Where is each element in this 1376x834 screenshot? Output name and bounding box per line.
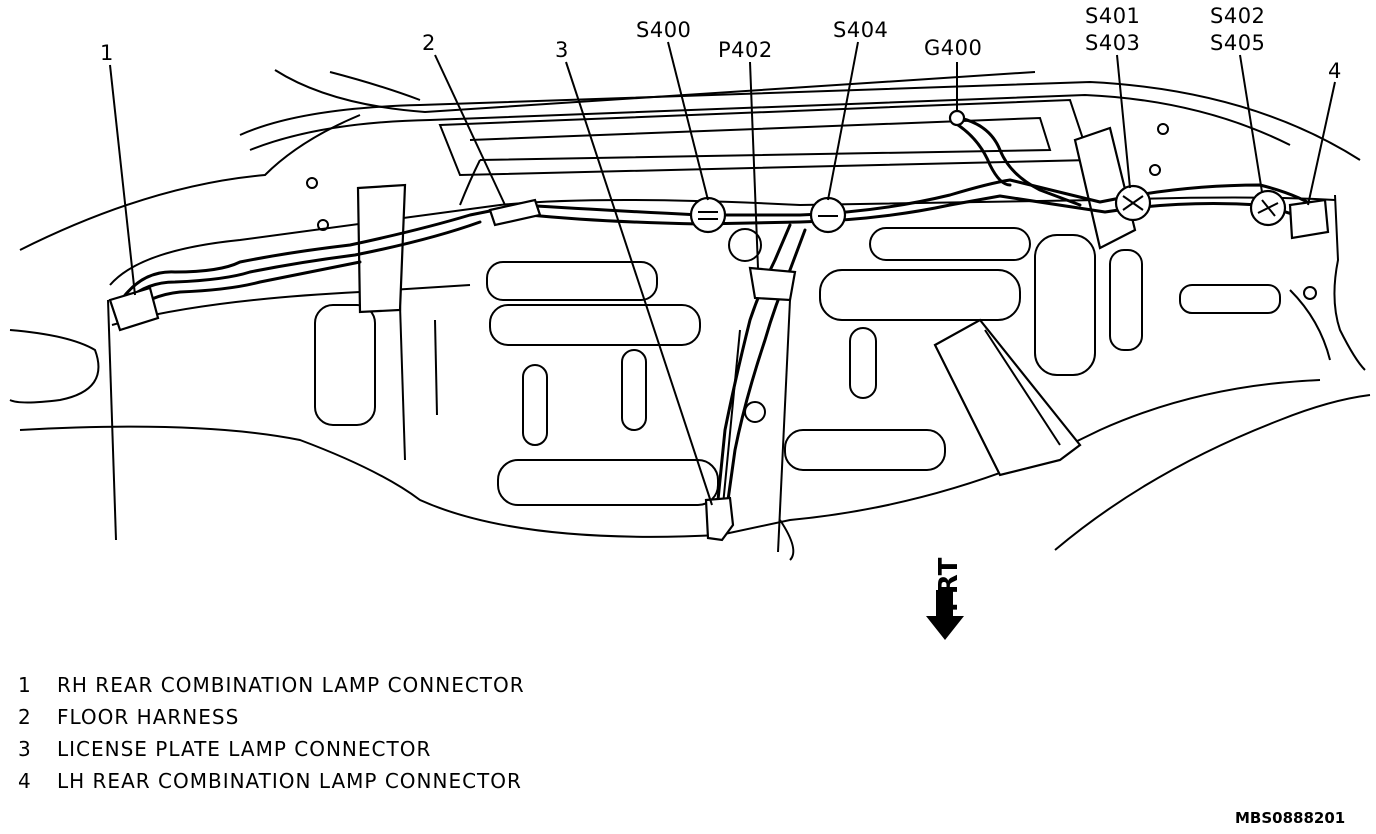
callout-g400: G400 <box>924 36 982 60</box>
legend-item: 1 RH REAR COMBINATION LAMP CONNECTOR <box>18 673 525 697</box>
splice-s400-marker <box>689 196 727 234</box>
legend-item-text: LICENSE PLATE LAMP CONNECTOR <box>57 737 431 761</box>
legend-item-text: RH REAR COMBINATION LAMP CONNECTOR <box>57 673 525 697</box>
legend: 1 RH REAR COMBINATION LAMP CONNECTOR 2 F… <box>18 673 525 793</box>
legend-item-number: 2 <box>18 705 32 729</box>
callout-2: 2 <box>422 31 436 55</box>
legend-item-text: LH REAR COMBINATION LAMP CONNECTOR <box>57 769 522 793</box>
floor-harness-wiring <box>108 109 1330 542</box>
callout-s404: S404 <box>833 18 888 42</box>
legend-item: 3 LICENSE PLATE LAMP CONNECTOR <box>18 737 431 761</box>
callout-s405: S405 <box>1210 31 1265 55</box>
legend-item-number: 1 <box>18 673 32 697</box>
frt-arrow-head-icon <box>926 616 964 640</box>
frt-arrow-shaft <box>936 590 953 618</box>
callout-s403: S403 <box>1085 31 1140 55</box>
legend-item: 4 LH REAR COMBINATION LAMP CONNECTOR <box>18 769 522 793</box>
callout-s401: S401 <box>1085 4 1140 28</box>
splice-markers <box>689 184 1287 234</box>
legend-item: 2 FLOOR HARNESS <box>18 705 239 729</box>
vehicle-body-outline <box>9 69 1371 561</box>
callout-labels: 1 2 3 S400 P402 S404 G400 S401 S403 S402… <box>100 4 1342 83</box>
legend-item-text: FLOOR HARNESS <box>57 705 239 729</box>
callout-3: 3 <box>555 38 569 62</box>
legend-item-number: 4 <box>18 769 32 793</box>
legend-item-number: 3 <box>18 737 32 761</box>
front-direction-indicator: FRT <box>926 557 964 640</box>
callout-s402: S402 <box>1210 4 1265 28</box>
callout-p402: P402 <box>718 38 773 62</box>
callout-s400: S400 <box>636 18 691 42</box>
leader-lines <box>109 41 1336 506</box>
callout-4: 4 <box>1328 59 1342 83</box>
callout-1: 1 <box>100 41 114 65</box>
figure-code: MBS0888201 <box>1235 809 1345 827</box>
